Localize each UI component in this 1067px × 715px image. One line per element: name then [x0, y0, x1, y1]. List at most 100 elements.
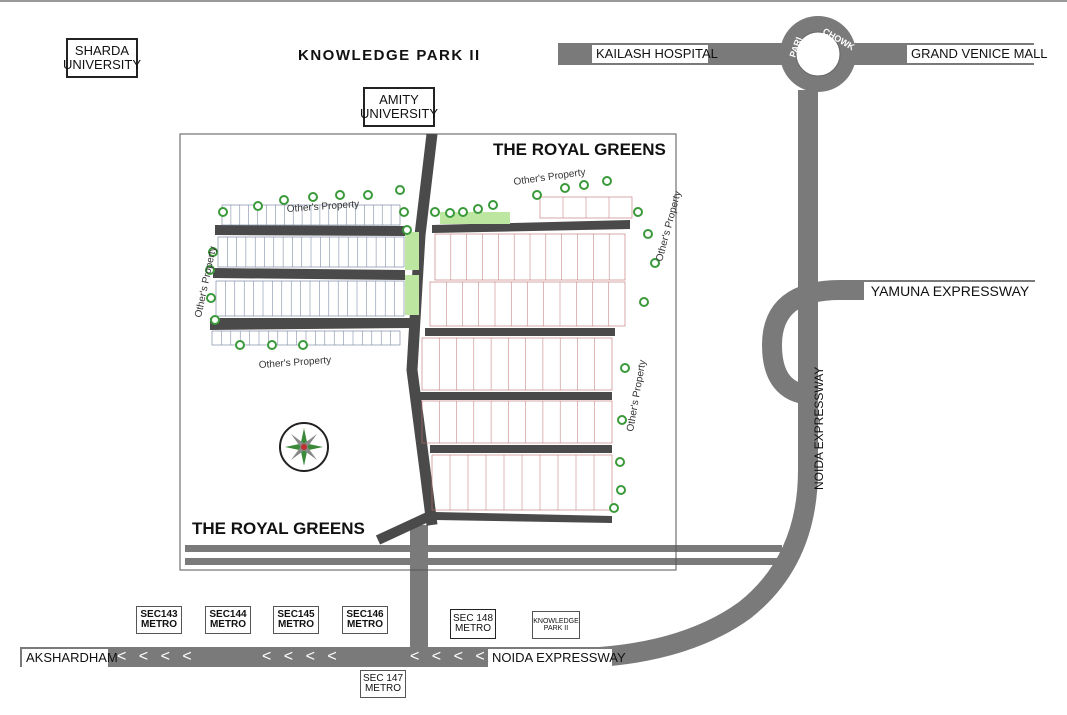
sec144-metro-box: SEC144 METRO [205, 606, 251, 634]
tree-icon [488, 200, 498, 210]
sec146-line-1: SEC146 [346, 608, 384, 620]
tree-icon [206, 293, 216, 303]
sharda-line-1: SHARDA [74, 43, 130, 59]
noida-expressway-vertical-label: NOIDA EXPRESSWAY [812, 367, 826, 490]
trees [205, 176, 660, 513]
tree-icon [560, 183, 570, 193]
tree-icon [616, 485, 626, 495]
tree-icon [633, 207, 643, 217]
noida-expressway-bottom-label: NOIDA EXPRESSWAY [488, 649, 626, 667]
right-road-4 [430, 445, 612, 453]
left-green-1 [405, 232, 419, 270]
tree-icon [620, 363, 630, 373]
amity-university-box: AMITY UNIVERSITY [360, 87, 438, 127]
tree-icon [235, 340, 245, 350]
sec145-line-1: SEC145 [277, 608, 315, 620]
tree-icon [335, 190, 345, 200]
tree-icon [253, 201, 263, 211]
tree-icon [402, 225, 412, 235]
noida-expressway-road [599, 90, 818, 667]
tree-icon [279, 195, 289, 205]
plot-block [421, 337, 613, 391]
sec148-line-1: SEC 148 [452, 612, 494, 624]
sharda-line-2: UNIVERSITY [63, 57, 142, 72]
sec144-line-2: METRO [209, 619, 247, 630]
tree-icon [579, 180, 589, 190]
others-property-top-right: Other's Property [513, 167, 586, 188]
right-green-strip [440, 212, 510, 224]
tree-icon [308, 192, 318, 202]
tree-icon [617, 415, 627, 425]
royal-greens-title-top: THE ROYAL GREENS [490, 140, 669, 160]
sec143-line-2: METRO [140, 619, 178, 630]
sharda-university-box: SHARDA UNIVERSITY [63, 38, 142, 78]
arrows-right: < < < < [410, 648, 489, 665]
right-plot-grid [421, 196, 633, 511]
others-property-right: Other's Property [654, 190, 683, 263]
service-road-1 [185, 545, 782, 552]
roundabout-center [795, 31, 841, 77]
tree-icon [458, 207, 468, 217]
others-property-left: Other's Property [193, 245, 219, 318]
grand-venice-mall-label: GRAND VENICE MALL [907, 45, 1048, 63]
others-property-bottom-left: Other's Property [258, 355, 331, 371]
tree-icon [395, 185, 405, 195]
tree-icon [602, 176, 612, 186]
compass-icon [279, 422, 329, 472]
amity-line-1: AMITY [379, 92, 419, 108]
right-road-2 [425, 328, 615, 336]
left-road-3 [210, 318, 410, 330]
spine-road [406, 133, 438, 526]
sec147-line-2: METRO [364, 683, 402, 694]
sec143-line-1: SEC143 [140, 608, 178, 620]
sec144-line-1: SEC144 [209, 608, 247, 620]
kailash-hospital-label: KAILASH HOSPITAL [592, 45, 718, 63]
bottom-expressway-road [20, 647, 610, 667]
sec146-line-2: METRO [346, 619, 384, 630]
right-road-1 [432, 220, 630, 233]
others-property-top-left: Other's Property [286, 199, 359, 215]
sec147-line-1: SEC 147 [362, 672, 404, 684]
sec148-metro-box: SEC 148 METRO [450, 609, 496, 639]
tree-icon [650, 258, 660, 268]
left-green-2 [405, 275, 419, 315]
exit-road [375, 510, 435, 545]
sec146-metro-box: SEC146 METRO [342, 606, 388, 634]
access-road-vertical [410, 525, 428, 655]
tree-icon [532, 190, 542, 200]
tree-icon [615, 457, 625, 467]
knowledge-park-title: KNOWLEDGE PARK II [298, 47, 481, 64]
royal-greens-title-bottom: THE ROYAL GREENS [192, 519, 365, 538]
top-border [0, 0, 1067, 2]
tree-icon [210, 315, 220, 325]
akshardham-label: AKSHARDHAM [22, 649, 118, 667]
right-road-5 [435, 512, 612, 523]
tree-icon [639, 297, 649, 307]
yamuna-expressway-road [761, 280, 1035, 405]
tree-icon [267, 340, 277, 350]
left-road-2 [213, 268, 405, 280]
knowledge-park-metro-box: KNOWLEDGE PARK II [532, 611, 580, 639]
sec145-metro-box: SEC145 METRO [273, 606, 319, 634]
sec143-metro-box: SEC143 METRO [136, 606, 182, 634]
tree-icon [643, 229, 653, 239]
arrows-middle: < < < < [262, 648, 341, 665]
right-road-3 [420, 392, 612, 400]
service-road-2 [185, 558, 782, 565]
sec145-line-2: METRO [277, 619, 315, 630]
tree-icon [445, 208, 455, 218]
plot-block [421, 400, 613, 444]
left-road-1 [215, 225, 405, 236]
knowledge-park-line-1: KNOWLEDGE [533, 617, 579, 625]
sec147-metro-box: SEC 147 METRO [360, 670, 406, 698]
tree-icon [609, 503, 619, 513]
arrows-left: < < < < [117, 648, 196, 665]
tree-icon [218, 207, 228, 217]
tree-icon [298, 340, 308, 350]
tree-icon [473, 204, 483, 214]
tree-icon [399, 207, 409, 217]
tree-icon [205, 265, 215, 275]
sec148-line-2: METRO [454, 623, 492, 634]
tree-icon [208, 247, 218, 257]
